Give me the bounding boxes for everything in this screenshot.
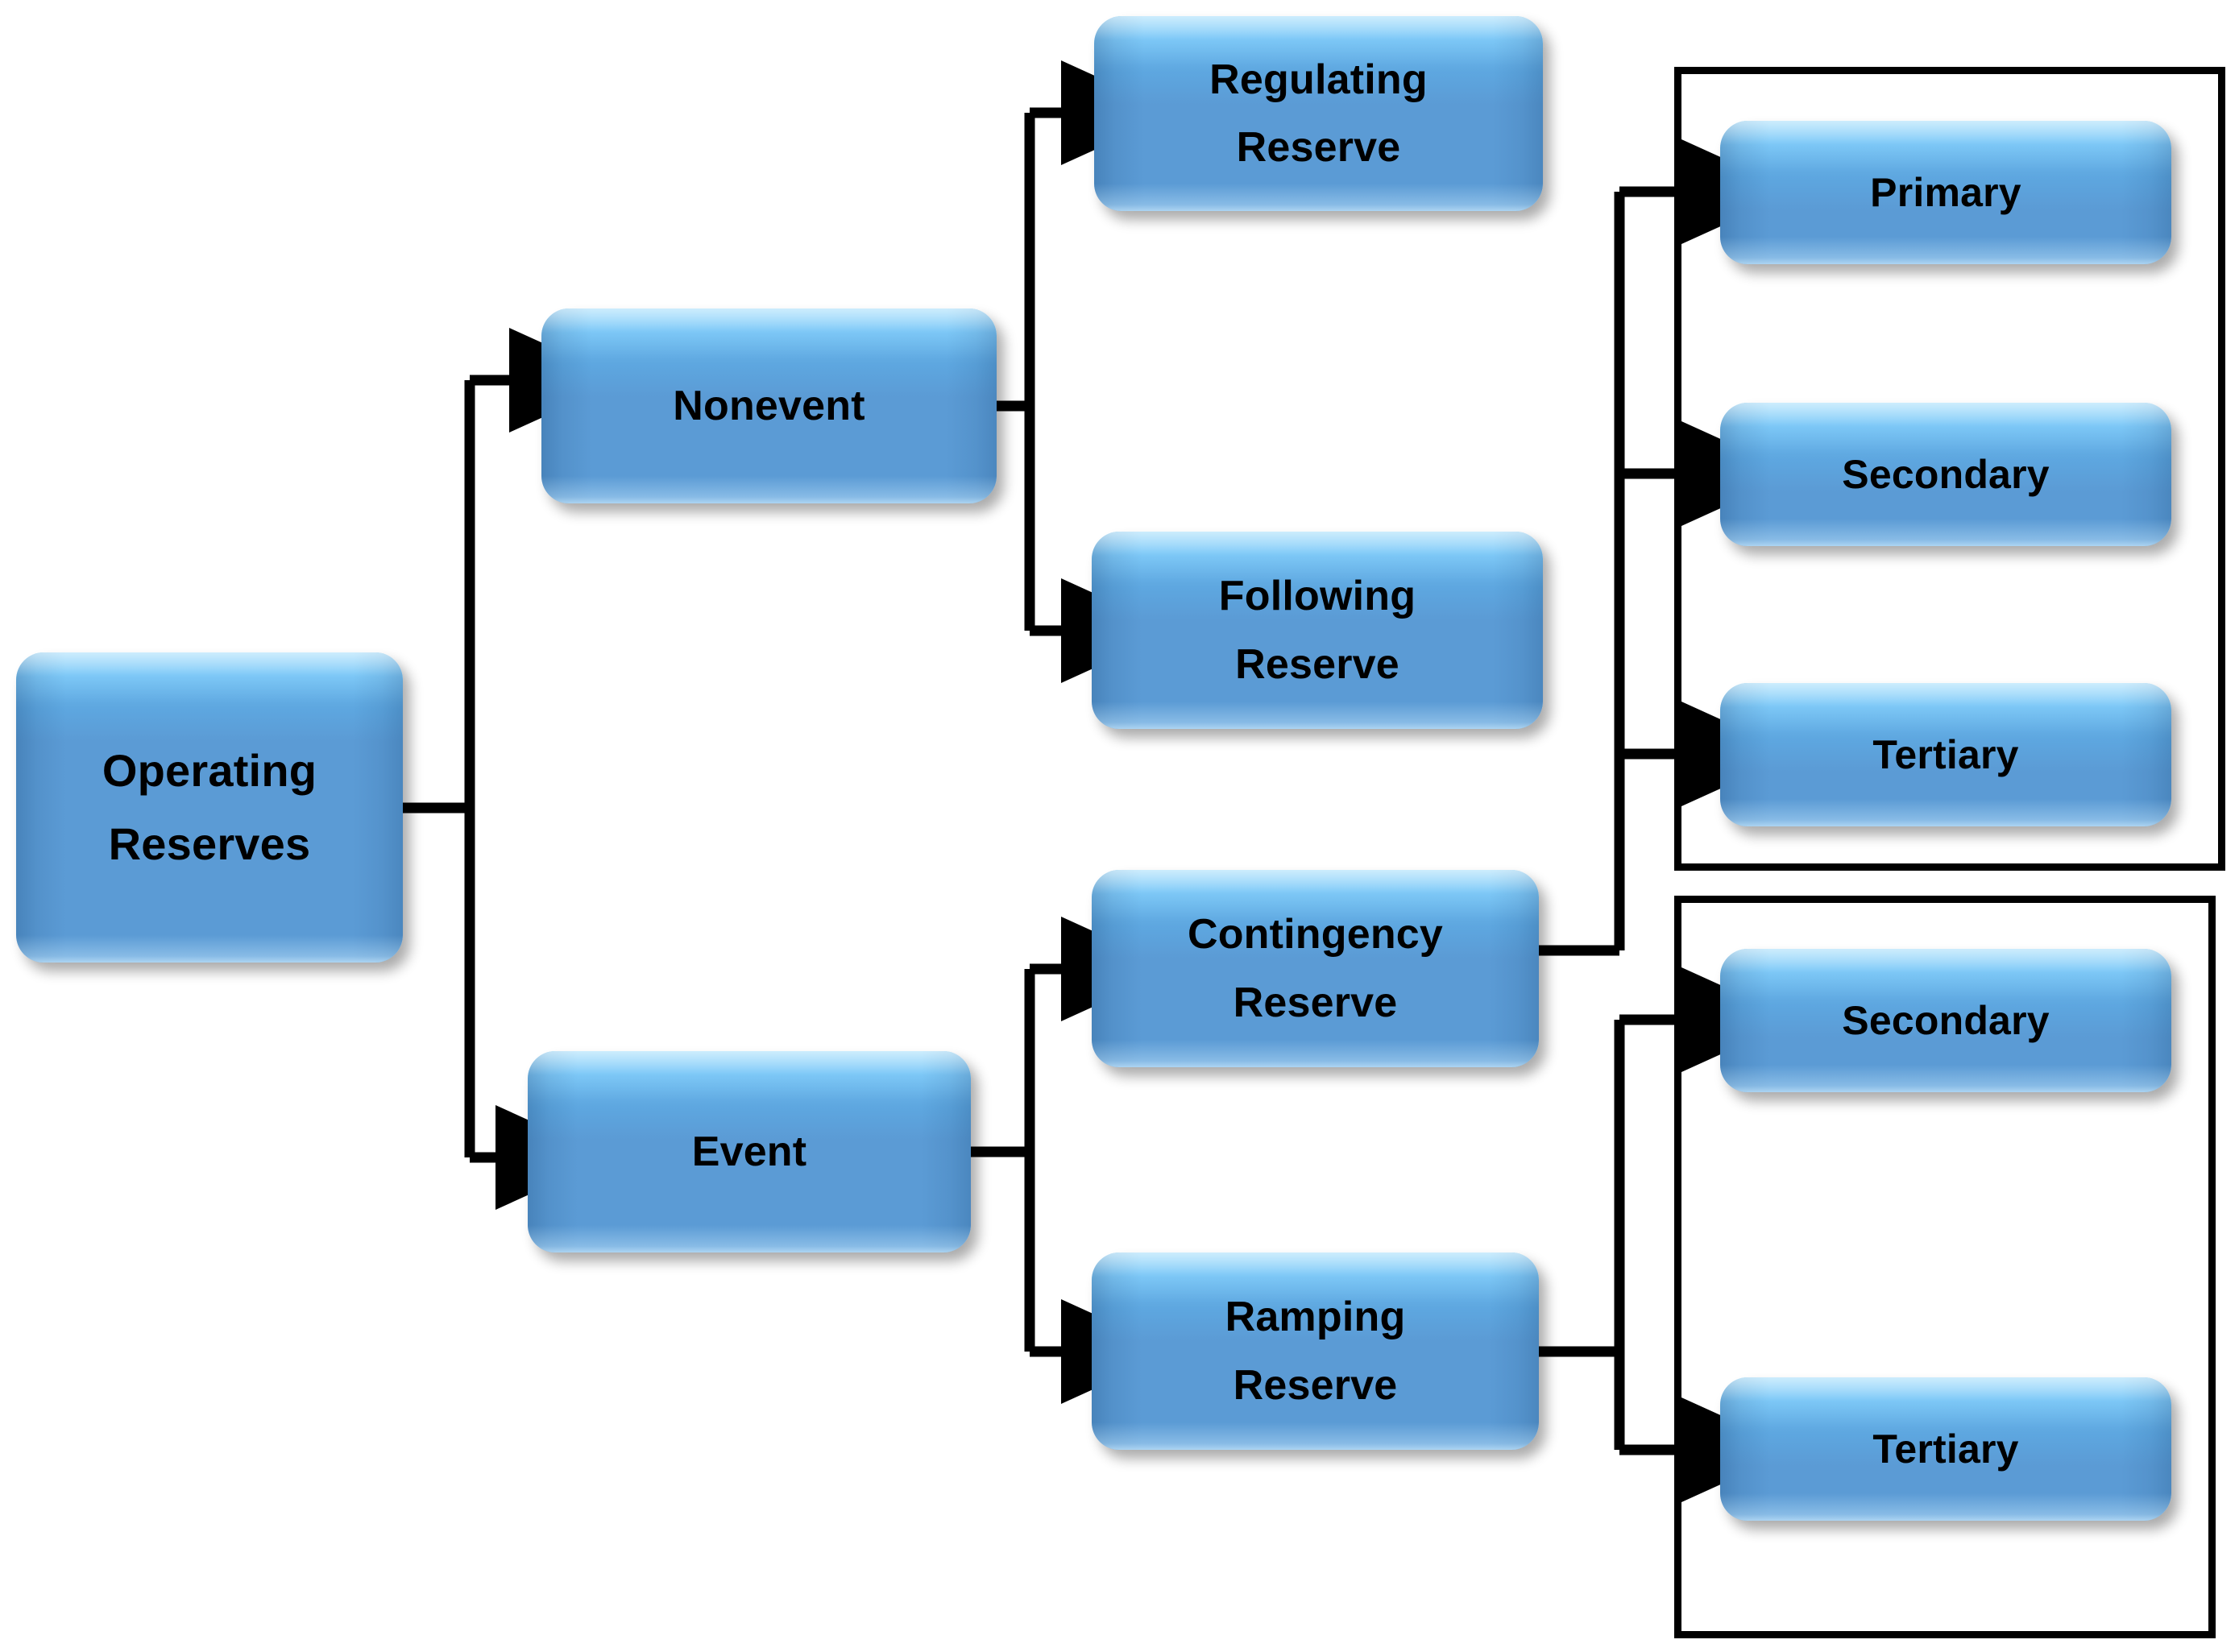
node-label-following-reserve: Following Reserve: [1092, 532, 1543, 729]
node-label-event: Event: [528, 1051, 971, 1252]
group-contingency-levels: [1674, 67, 2225, 871]
node-label-ramping-reserve: Ramping Reserve: [1092, 1252, 1539, 1450]
node-label-line: Contingency: [1187, 911, 1444, 958]
node-label-contingency-secondary: Secondary: [1720, 403, 2171, 546]
node-label-line: Secondary: [1842, 451, 2050, 497]
node-operating-reserves[interactable]: Operating Reserves: [16, 652, 403, 963]
node-contingency-tertiary[interactable]: Tertiary: [1720, 683, 2171, 826]
edge-nonevent-to-reserves: [997, 60, 1176, 683]
edge-contingency-to-levels: [1539, 139, 1797, 956]
node-label-contingency-primary: Primary: [1720, 121, 2171, 264]
node-label-line: Reserve: [1235, 640, 1399, 688]
node-label-ramping-secondary: Secondary: [1720, 949, 2171, 1092]
node-ramping-secondary[interactable]: Secondary: [1720, 949, 2171, 1092]
node-label-line: Secondary: [1842, 997, 2050, 1043]
node-regulating-reserve[interactable]: Regulating Reserve: [1094, 16, 1543, 211]
node-label-line: Reserve: [1233, 1361, 1398, 1409]
node-label-line: Reserve: [1236, 124, 1401, 171]
node-label-nonevent: Nonevent: [541, 308, 997, 503]
node-label-line: Tertiary: [1872, 1426, 2019, 1472]
node-contingency-primary[interactable]: Primary: [1720, 121, 2171, 264]
edge-operating-to-branches: [403, 328, 624, 1210]
edge-ramping-to-levels: [1539, 967, 1797, 1502]
node-label-operating-reserves: Operating Reserves: [16, 652, 403, 963]
node-ramping-reserve[interactable]: Ramping Reserve: [1092, 1252, 1539, 1450]
node-label-line: Ramping: [1225, 1294, 1406, 1341]
node-label-line: Following: [1218, 573, 1416, 620]
node-label-line: Operating: [102, 744, 317, 796]
node-contingency-secondary[interactable]: Secondary: [1720, 403, 2171, 546]
node-label-line: Event: [691, 1128, 807, 1175]
node-label-line: Nonevent: [673, 382, 865, 429]
node-label-line: Regulating: [1209, 56, 1428, 103]
node-label-line: Reserves: [108, 818, 311, 869]
node-label-regulating-reserve: Regulating Reserve: [1094, 16, 1543, 211]
node-label-line: Primary: [1870, 169, 2021, 215]
group-ramping-levels: [1674, 896, 2216, 1638]
node-nonevent[interactable]: Nonevent: [541, 308, 997, 503]
node-contingency-reserve[interactable]: Contingency Reserve: [1092, 870, 1539, 1067]
node-following-reserve[interactable]: Following Reserve: [1092, 532, 1543, 729]
node-label-line: Tertiary: [1872, 731, 2019, 777]
node-ramping-tertiary[interactable]: Tertiary: [1720, 1377, 2171, 1521]
node-event[interactable]: Event: [528, 1051, 971, 1252]
node-label-ramping-tertiary: Tertiary: [1720, 1377, 2171, 1521]
node-label-contingency-tertiary: Tertiary: [1720, 683, 2171, 826]
node-label-contingency-reserve: Contingency Reserve: [1092, 870, 1539, 1067]
edge-event-to-reserves: [971, 917, 1176, 1404]
node-label-line: Reserve: [1233, 979, 1398, 1026]
